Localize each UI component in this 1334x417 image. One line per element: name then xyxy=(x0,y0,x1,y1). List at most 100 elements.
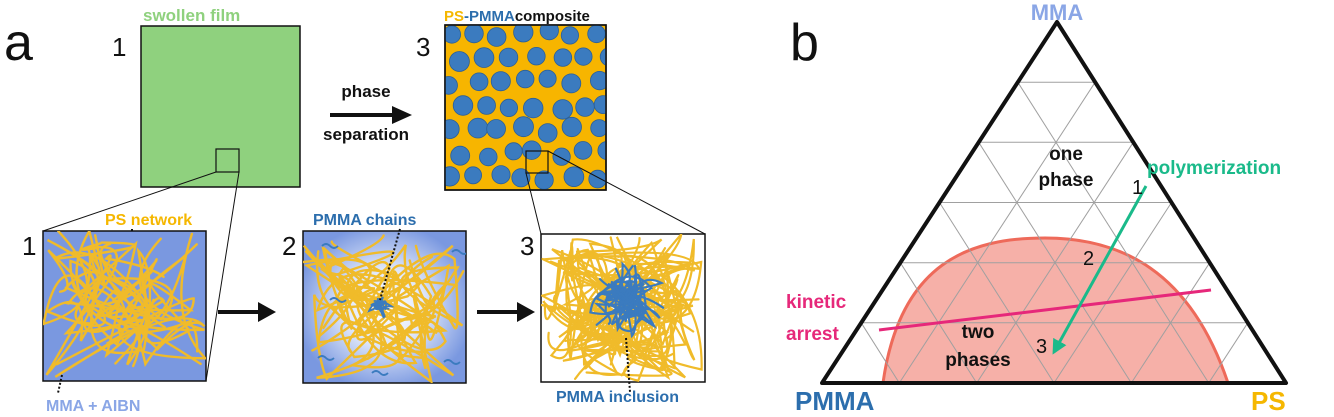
pmma-domain-dot xyxy=(479,147,498,167)
pmma-chain xyxy=(371,300,385,311)
panel-a-letter: a xyxy=(4,14,33,72)
top-right-number: 3 xyxy=(416,32,430,62)
grid-line xyxy=(976,142,1134,383)
vertex-pmma: PMMA xyxy=(795,386,875,416)
arrow-1-to-2 xyxy=(218,302,276,322)
pmma-chain xyxy=(329,297,347,303)
pmma-domain-dot xyxy=(523,97,544,119)
arrow-2-to-3 xyxy=(477,302,535,322)
grid-line xyxy=(939,202,1055,383)
polymer-strand xyxy=(45,237,205,376)
pmma-domain-dot xyxy=(445,166,460,187)
composite-label-ps: PS xyxy=(444,8,464,25)
grid-line xyxy=(1208,322,1249,383)
top-left-number: 1 xyxy=(112,32,126,62)
polymerization-arrow xyxy=(1052,185,1148,355)
pmma-domain-dot xyxy=(588,169,606,189)
pmma-domain-dot xyxy=(552,99,573,120)
composite-label-pmma: PMMA xyxy=(469,8,515,25)
grid-line xyxy=(1017,81,1210,383)
composite-zoom-box xyxy=(525,150,549,174)
ps-network-strands xyxy=(43,231,206,378)
pmma-domain-dot xyxy=(538,69,557,88)
pmma-domain-dot xyxy=(464,166,483,185)
polymer-strand xyxy=(303,244,465,370)
pmma-chain xyxy=(443,359,461,365)
pmma-domain-dot xyxy=(445,119,460,139)
grid-line xyxy=(1053,202,1172,383)
point-3: 3 xyxy=(1036,336,1047,358)
pmma-domain-dot xyxy=(552,147,571,166)
pmma-inclusion-cluster xyxy=(589,261,665,339)
pmma-chain xyxy=(317,355,335,361)
pmma-domain-dot xyxy=(452,95,474,116)
phase-separation-arrow xyxy=(330,106,412,124)
pmma-domain-dot xyxy=(499,98,518,118)
pmma-chain xyxy=(604,289,645,325)
swollen-film-zoom-box xyxy=(215,148,240,173)
mma-aibn-label: MMA + AIBN xyxy=(46,398,140,415)
composite-label-dash: - xyxy=(464,8,469,25)
pmma-domain-dot xyxy=(593,95,606,114)
pmma-domain-dot xyxy=(445,76,458,95)
polymer-strand xyxy=(43,231,206,360)
pmma-chains-label: PMMA chains xyxy=(313,212,417,229)
zoom-line-left xyxy=(42,171,217,232)
swollen-film-square xyxy=(140,25,301,188)
zoom2-number: 2 xyxy=(282,231,296,261)
pmma-domain-dot xyxy=(553,48,573,67)
composite-label-rest: composite xyxy=(515,8,590,25)
kinetic-arrest-line xyxy=(878,288,1212,332)
arrow-label-separation: separation xyxy=(323,125,409,144)
pmma-domain-dot xyxy=(490,71,511,92)
pmma-domain-dot xyxy=(560,26,580,45)
pmma-domain-dot xyxy=(469,72,489,92)
zoom1-number: 1 xyxy=(22,231,36,261)
pmma-domain-dot xyxy=(513,116,534,138)
pmma-domain-dot xyxy=(467,117,489,139)
pmma-domain-dot xyxy=(587,25,606,44)
pmma-domain-dot xyxy=(539,25,559,41)
polymer-strand xyxy=(313,277,429,381)
panel-b-letter: b xyxy=(790,14,819,72)
pmma-chain xyxy=(371,370,389,376)
pmma-domain-dot xyxy=(597,141,606,160)
one-phase-line2: phase xyxy=(1039,170,1094,191)
pmma-domain-dot xyxy=(516,69,535,89)
zoom3-line-right xyxy=(547,150,706,235)
pmma-domain-dot xyxy=(448,51,470,72)
pmma-domain-dot xyxy=(575,97,595,117)
vertex-mma: MMA xyxy=(1031,0,1084,25)
two-phase-region xyxy=(881,236,1231,383)
two-phases-line2: phases xyxy=(945,350,1010,371)
zoom3-line-left xyxy=(525,172,542,235)
polymer-strand xyxy=(344,244,459,335)
pmma-domain-dot xyxy=(534,170,554,190)
pmma-domain-dot xyxy=(513,25,534,43)
pmma-domain-dot xyxy=(486,119,506,139)
pmma-domain-dot xyxy=(491,165,511,185)
zoom3-number: 3 xyxy=(520,231,534,261)
polymer-strand xyxy=(75,231,158,347)
point-2: 2 xyxy=(1083,248,1094,270)
zoom-line-right xyxy=(205,171,240,382)
one-phase-line1: one xyxy=(1049,144,1083,165)
polymerization-label: polymerization xyxy=(1147,158,1281,179)
pmma-domain-dot xyxy=(522,140,542,160)
arrow-label-phase: phase xyxy=(341,82,390,101)
ternary-grid xyxy=(860,81,1249,383)
point-1: 1 xyxy=(1132,177,1143,199)
pmma-domain-dot xyxy=(450,145,471,166)
ternary-triangle xyxy=(820,20,1288,385)
pmma-domain-dot xyxy=(473,47,495,68)
polymer-strand xyxy=(45,249,199,367)
pmma-domain-dot xyxy=(445,25,461,44)
pmma-domain-dot xyxy=(504,142,523,161)
polymer-strand xyxy=(569,242,686,379)
pmma-inclusion-label: PMMA inclusion xyxy=(556,389,679,406)
polymer-strand xyxy=(562,238,692,326)
grid-line xyxy=(898,81,1096,383)
pmma-domain-dot xyxy=(498,47,519,68)
pmma-domain-dot xyxy=(464,25,484,44)
